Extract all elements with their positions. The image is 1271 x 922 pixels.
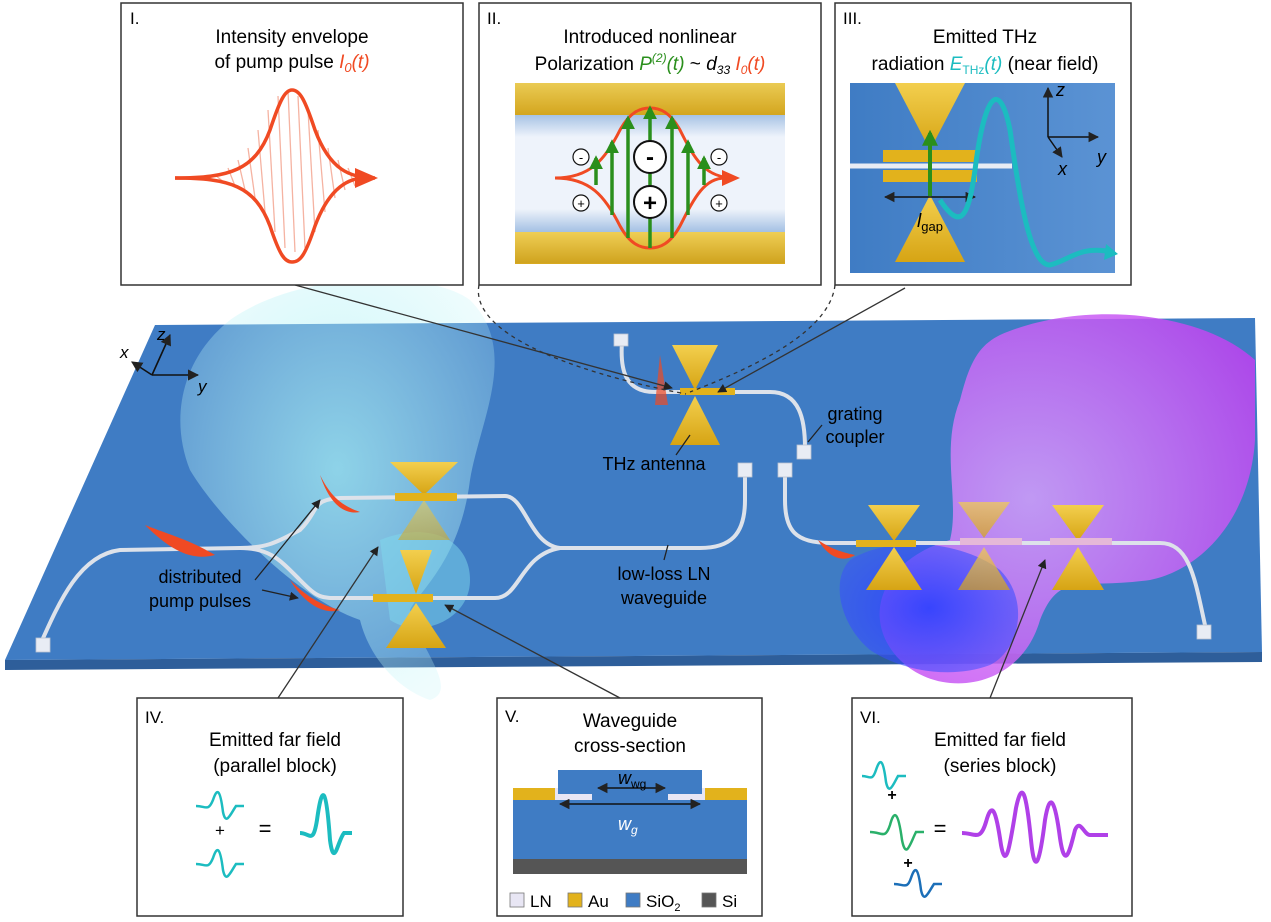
panel-ii-num: II.	[487, 9, 501, 28]
chip-axes	[131, 333, 200, 381]
legend-si: Si	[722, 892, 737, 911]
panel-vi-sum-wave	[961, 790, 1108, 864]
panel-ii-small-minus-left: -	[579, 150, 583, 165]
panel-ii-small-minus-right: -	[717, 150, 721, 165]
label-pump-pulses: pump pulses	[149, 591, 251, 611]
label-coupler: coupler	[825, 427, 884, 447]
label-grating: grating	[827, 404, 882, 424]
pump-pulses	[145, 355, 855, 612]
panel-vi-title-2: (series block)	[944, 756, 1057, 777]
panel-vi-plus-2: +	[903, 855, 912, 872]
panel-i-num: I.	[130, 9, 139, 28]
panel-vi: VI. Emitted far field (series block) + +…	[851, 697, 1133, 917]
panel-vi-wave-3	[893, 868, 942, 898]
panel-i-title-1: Intensity envelope	[215, 27, 368, 48]
panel-iv-sum-wave	[299, 793, 352, 856]
panel-i-envelope-bottom	[174, 176, 366, 264]
panel-iii: III. Emitted THz radiation ETHz(t) (near…	[834, 2, 1132, 286]
label-thz-antenna: THz antenna	[602, 454, 706, 474]
panel-iv-plus: +	[215, 821, 225, 840]
panel-vi-wave-2	[869, 813, 924, 851]
panel-ii-big-minus: -	[646, 144, 654, 171]
panel-vi-equals: =	[934, 816, 947, 841]
panel-v-wg: wg	[618, 814, 638, 837]
panel-ii: II. Introduced nonlinear Polarization P(…	[478, 2, 822, 286]
panel-iii-num: III.	[843, 9, 862, 28]
panel-ii-small-plus-right: +	[715, 196, 723, 211]
panel-vi-wave-1	[861, 760, 906, 790]
panel-i: I. Intensity envelope of pump pulse I0(t…	[120, 2, 464, 286]
panel-i-title-2: of pump pulse I0(t)	[214, 52, 369, 75]
panel-ii-title-2: Polarization P(2)(t) ~ d33 I0(t)	[535, 51, 766, 77]
panel-iii-axis-x: x	[1057, 159, 1068, 179]
legend-ln: LN	[530, 892, 552, 911]
legend-au: Au	[588, 892, 609, 911]
panel-iv-title-2: (parallel block)	[213, 756, 337, 777]
panel-iv: IV. Emitted far field (parallel block) +…	[136, 697, 404, 917]
chip-pointers	[254, 424, 823, 601]
panel-iii-title-2: radiation ETHz(t) (near field)	[872, 54, 1099, 77]
panel-v-wwg: wwg	[618, 768, 646, 791]
panel-ii-polarization-arrows	[589, 105, 711, 248]
chip-axis-z: z	[156, 325, 166, 344]
panel-vi-plus-1: +	[887, 787, 896, 804]
panel-iii-axis-z: z	[1055, 80, 1065, 100]
panel-v-legend: LN Au SiO2 Si	[509, 892, 737, 914]
panel-iii-gap: lgap	[917, 211, 943, 234]
panel-ii-big-plus: +	[643, 190, 657, 217]
panel-connectors	[277, 284, 1047, 699]
panel-iv-equals: =	[259, 816, 272, 841]
panel-v: V. Waveguide cross-section wwg wg LN Au …	[496, 697, 763, 917]
panel-vi-num: VI.	[860, 708, 881, 727]
panel-i-envelope-top	[174, 88, 376, 180]
panel-iv-num: IV.	[145, 708, 164, 727]
panel-ii-small-plus-left: +	[577, 196, 585, 211]
panel-iii-title-1: Emitted THz	[933, 27, 1037, 48]
panel-iv-wave-2	[195, 848, 244, 878]
label-low-loss: low-loss LN	[617, 564, 710, 584]
legend-sio2: SiO2	[646, 892, 680, 914]
panel-v-title-2: cross-section	[574, 736, 686, 757]
chip-axis-x: x	[119, 343, 129, 362]
panel-iii-axis-y: y	[1095, 147, 1107, 167]
grating-couplers	[35, 333, 1212, 653]
panel-ii-title-1: Introduced nonlinear	[563, 27, 737, 48]
antennas	[373, 345, 1112, 648]
label-distributed: distributed	[158, 567, 241, 587]
chip-axis-y: y	[197, 377, 208, 396]
panel-v-num: V.	[505, 707, 520, 726]
panel-iv-wave-1	[195, 790, 244, 820]
label-waveguide: waveguide	[620, 588, 707, 608]
panel-iii-axes	[1042, 86, 1100, 158]
panel-vi-title-1: Emitted far field	[934, 730, 1066, 751]
panel-v-title-1: Waveguide	[583, 711, 677, 732]
panel-iv-title-1: Emitted far field	[209, 730, 341, 751]
